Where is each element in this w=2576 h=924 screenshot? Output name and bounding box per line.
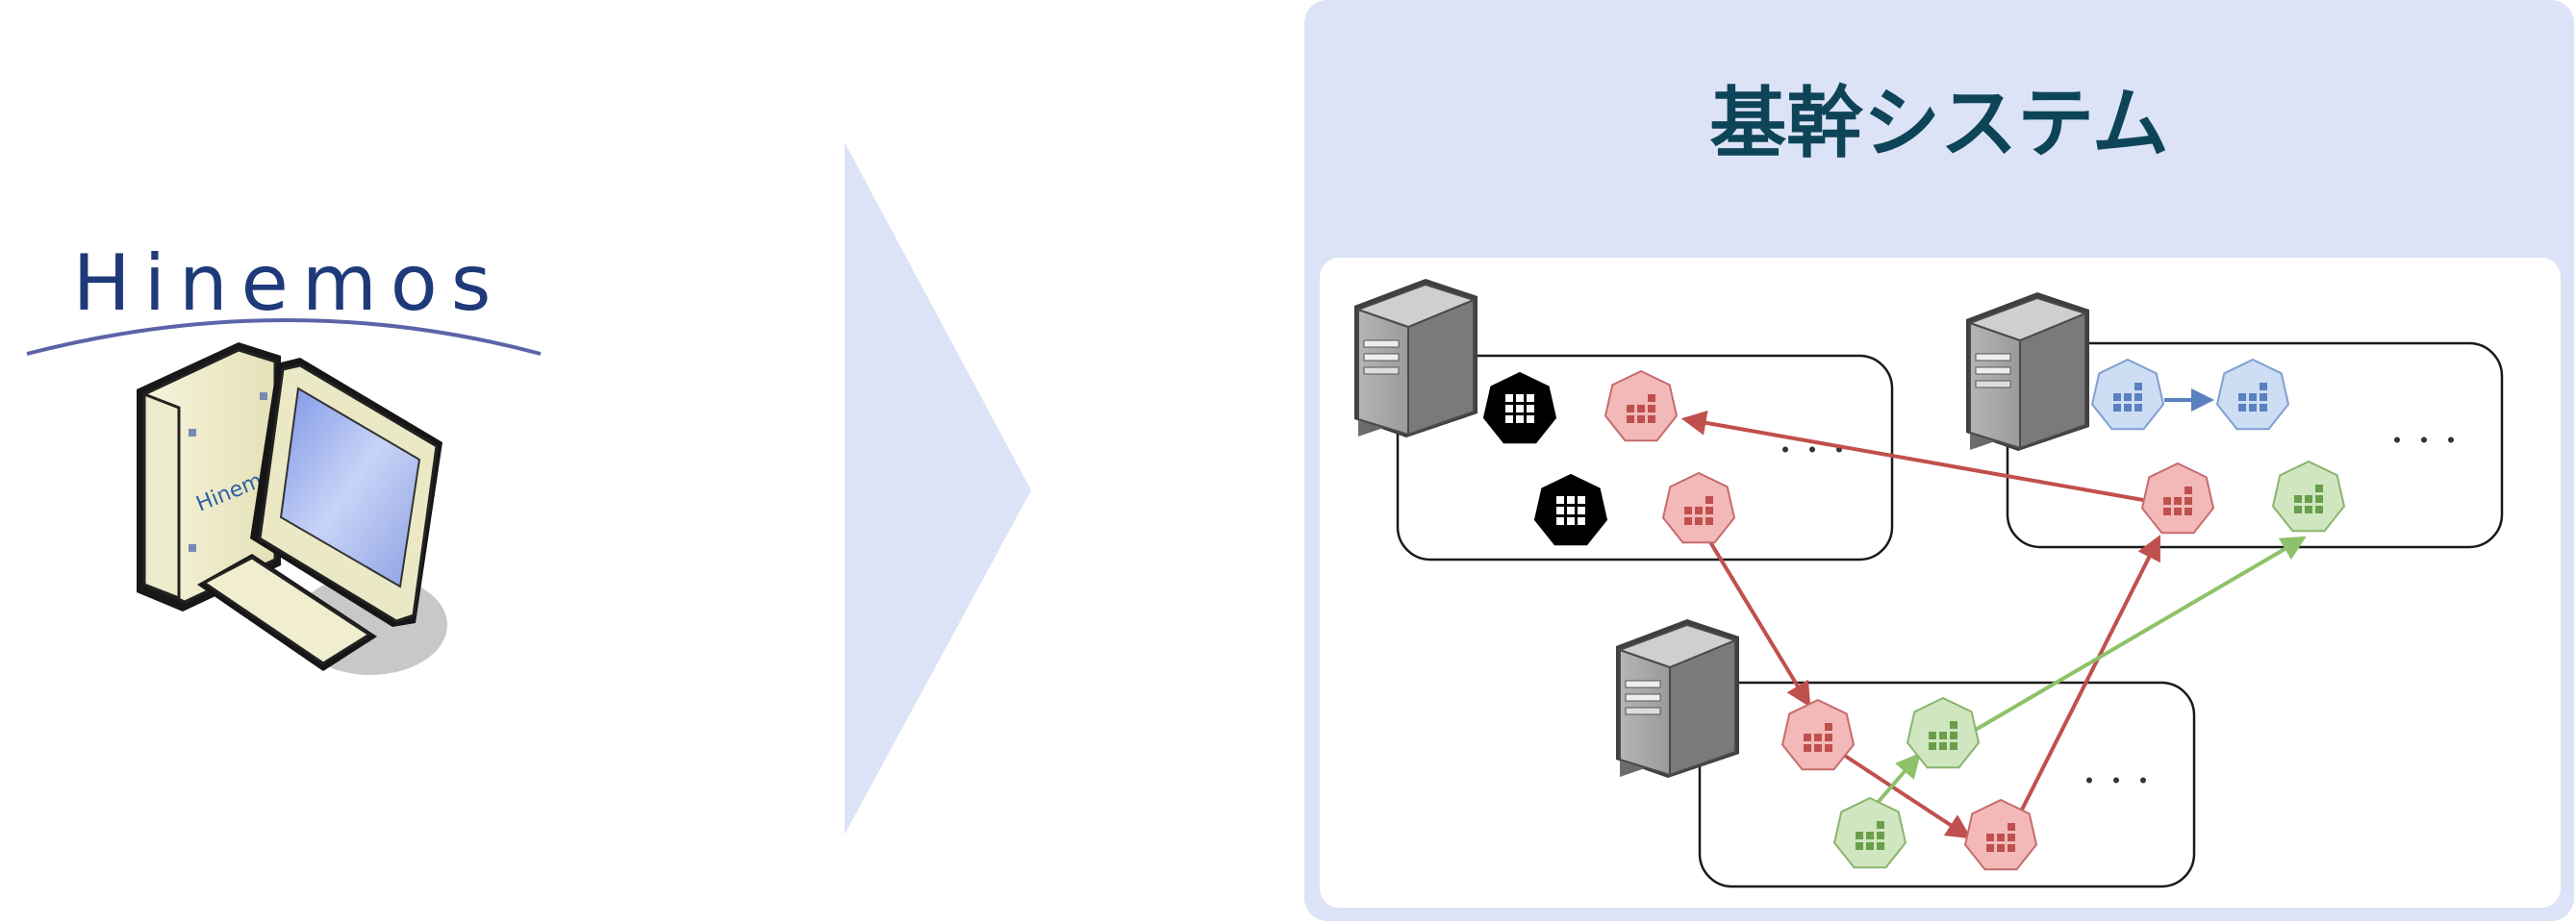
server-icon-3 — [1615, 618, 1740, 779]
link-red-node2-to-node1 — [1680, 410, 2144, 502]
node-group-ellipsis-2: ・・・ — [2384, 425, 2464, 457]
flow-arrow — [845, 142, 1031, 835]
hinemos-computer-icon: Hinemos — [137, 342, 447, 675]
server-icon-1 — [1353, 278, 1478, 438]
hinemos-wordmark: Hinemos — [73, 238, 505, 328]
link-green-node3-to-node2 — [1972, 536, 2307, 733]
node-group-ellipsis-3: ・・・ — [2076, 765, 2157, 797]
link-red-node1-to-node3 — [1697, 521, 1811, 708]
link-red-node3-to-node2 — [2014, 535, 2160, 822]
logo-swoosh — [26, 318, 542, 356]
server-icon-2 — [1965, 291, 2090, 452]
link-red-node3-a-to-b — [1843, 754, 1972, 839]
hinemos-logo: Hinemos — [26, 238, 542, 356]
job-links — [1680, 388, 2307, 839]
node-group-ellipsis-1: ・・・ — [1772, 435, 1853, 466]
system-panel-title: 基幹システム — [1709, 79, 2169, 168]
